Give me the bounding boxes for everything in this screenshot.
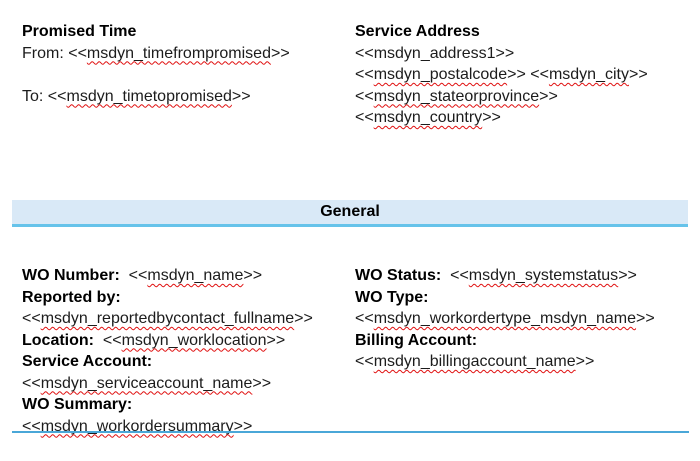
to-prefix: To: << [22,87,67,105]
postal-prefix: << [355,66,374,83]
state-suffix: >> [539,87,558,105]
country-prefix: << [355,109,374,126]
postal-suffix: >> [628,66,648,83]
merge-field-city: msdyn_city [548,66,629,83]
merge-field-workordersummary: msdyn_workordersummary [40,417,234,435]
wo-number-line: WO Number: <<msdyn_name>> [22,265,352,287]
merge-field-reportedbycontact: msdyn_reportedbycontact_fullname [40,310,295,327]
promised-from-line: From: <<msdyn_timefrompromised>> [22,43,352,65]
postal-city-line: <<msdyn_postalcode>> <<msdyn_city>> [355,64,695,86]
bottom-divider [12,431,689,433]
merge-field-billingaccount: msdyn_billingaccount_name [373,353,576,370]
blank-line [22,64,352,86]
wo-status-prefix: << [441,267,469,284]
service-address-block: Service Address <<msdyn_address1>> <<msd… [355,21,695,129]
wo-summary-label: WO Summary: [22,396,133,413]
billing-account-label: Billing Account: [355,331,478,349]
location-suffix: >> [266,331,286,349]
service-account-label: Service Account: [22,353,153,370]
general-section-header: General [12,200,688,227]
reported-by-suffix: >> [294,310,313,327]
reported-by-prefix: << [22,310,41,327]
wo-type-prefix: << [355,310,374,327]
merge-field-timetopromised: msdyn_timetopromised [66,87,232,105]
wo-type-suffix: >> [636,310,655,327]
wo-status-label: WO Status: [355,267,442,284]
state-line: <<msdyn_stateorprovince>> [355,86,695,108]
promised-time-heading: Promised Time [22,23,137,40]
billing-account-line: <<msdyn_billingaccount_name>> [355,351,695,373]
reported-by-label: Reported by: [22,288,121,306]
country-line: <<msdyn_country>> [355,107,695,129]
country-suffix: >> [482,109,501,126]
wo-type-label: WO Type: [355,288,429,306]
location-label: Location: [22,331,94,349]
merge-field-workordertype: msdyn_workordertype_msdyn_name [373,310,637,327]
merge-field-stateorprovince: msdyn_stateorprovince [373,87,540,105]
service-account-prefix: << [22,374,41,392]
general-right-column: WO Status: <<msdyn_systemstatus>> WO Typ… [355,265,695,373]
general-left-column: WO Number: <<msdyn_name>> Reported by: <… [22,265,352,437]
wo-type-line: <<msdyn_workordertype_msdyn_name>> [355,308,695,330]
from-prefix: From: << [22,44,87,62]
reported-by-line: <<msdyn_reportedbycontact_fullname>> [22,308,352,330]
service-address-heading: Service Address [355,23,480,40]
address1-line: <<msdyn_address1>> [355,44,515,62]
from-suffix: >> [270,44,290,62]
wo-number-suffix: >> [243,267,263,284]
wo-summary-suffix: >> [233,417,253,435]
billing-account-prefix: << [355,353,374,370]
merge-field-postalcode: msdyn_postalcode [373,66,508,83]
merge-field-worklocation: msdyn_worklocation [121,331,267,349]
location-prefix: << [94,331,122,349]
wo-status-suffix: >> [618,267,637,284]
promised-time-block: Promised Time From: <<msdyn_timefromprom… [22,21,352,107]
service-account-line: <<msdyn_serviceaccount_name>> [22,373,352,395]
to-suffix: >> [231,87,251,105]
state-prefix: << [355,87,374,105]
wo-number-prefix: << [119,267,148,284]
merge-field-timefrompromised: msdyn_timefrompromised [86,44,271,62]
merge-field-country: msdyn_country [373,109,483,126]
merge-field-serviceaccount: msdyn_serviceaccount_name [40,374,253,392]
billing-account-suffix: >> [575,353,595,370]
service-account-suffix: >> [252,374,272,392]
wo-summary-line: <<msdyn_workordersummary>> [22,416,352,438]
location-line: Location: <<msdyn_worklocation>> [22,330,352,352]
wo-summary-prefix: << [22,417,41,435]
promised-to-line: To: <<msdyn_timetopromised>> [22,86,352,108]
wo-status-line: WO Status: <<msdyn_systemstatus>> [355,265,695,287]
wo-number-label: WO Number: [22,267,120,284]
merge-field-systemstatus: msdyn_systemstatus [468,267,619,284]
postal-mid: >> << [507,66,549,83]
merge-field-name: msdyn_name [147,267,244,284]
